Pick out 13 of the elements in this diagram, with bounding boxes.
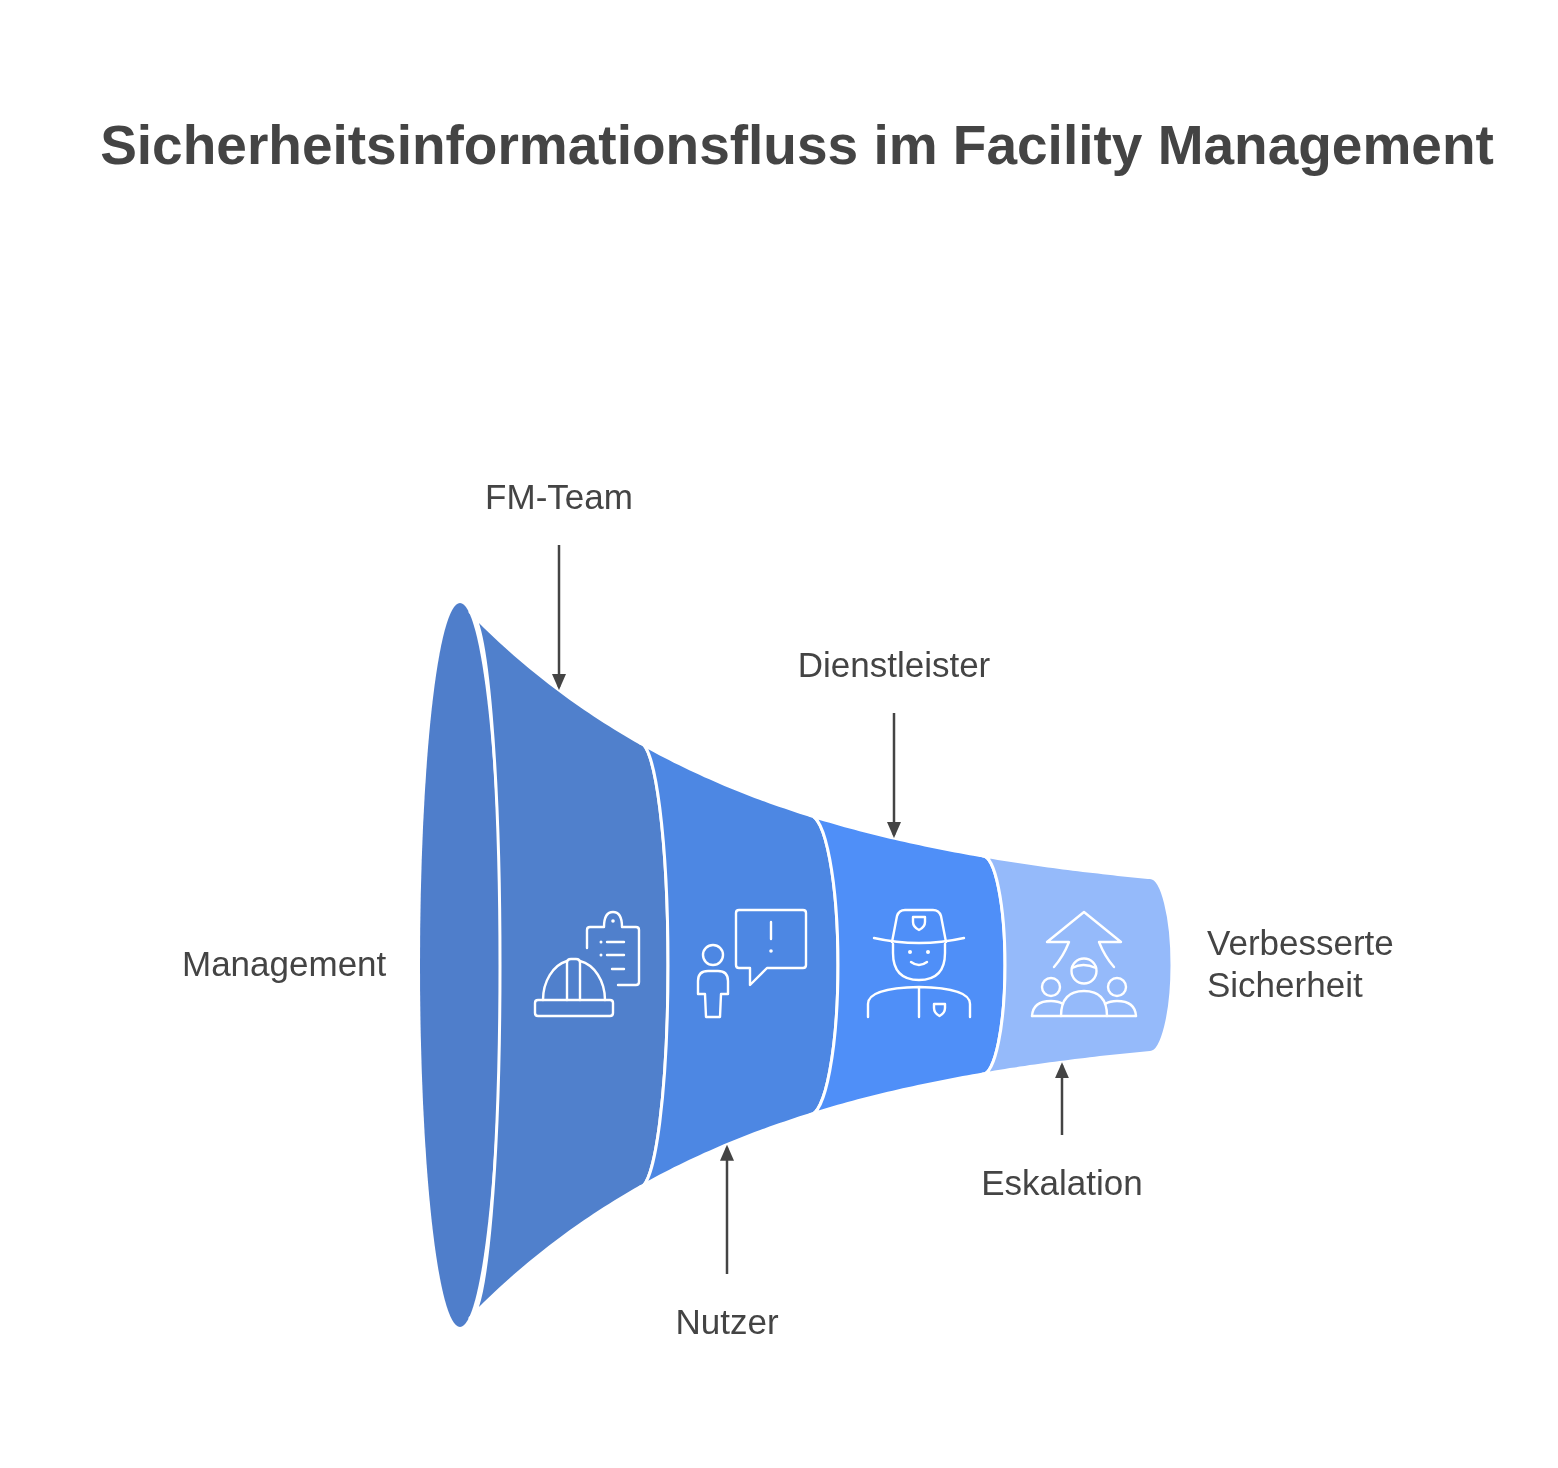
stage-label: Nutzer [675, 1301, 779, 1343]
arrow [887, 713, 901, 839]
stage-label: Dienstleister [797, 644, 991, 686]
stage-label: FM-Team [485, 476, 633, 518]
arrow [720, 1144, 734, 1274]
arrow [1055, 1062, 1069, 1135]
result-label: Verbesserte Sicherheit [1207, 922, 1395, 1006]
arrow [552, 545, 566, 691]
stage-label: Eskalation [981, 1162, 1143, 1204]
diagram-title: Sicherheitsinformationsfluss im Facility Management [100, 113, 1494, 178]
funnel-mouth [420, 603, 500, 1327]
stage-label: Management [182, 943, 387, 985]
funnel-band [981, 854, 1174, 1076]
